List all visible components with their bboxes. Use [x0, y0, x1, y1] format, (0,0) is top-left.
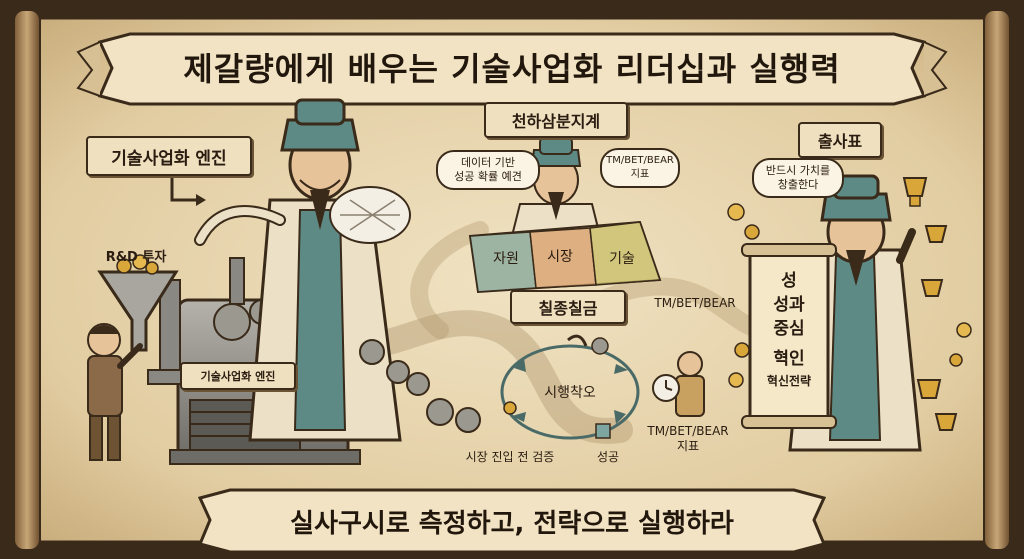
worker-figure [87, 323, 143, 461]
metric-line: 지표 [676, 439, 700, 453]
stopwatch-figure [652, 351, 705, 417]
footer-banner [197, 488, 827, 554]
scroll-line-4: 혁인 [773, 349, 805, 369]
bubble-line: 성공 확률 예견 [454, 170, 522, 183]
machine-label: 기술사업화 엔진 [180, 362, 296, 390]
coin-icons [727, 203, 972, 388]
map-region-technology: 기술 [609, 251, 635, 267]
engine-label: 기술사업화 엔진 [86, 136, 252, 176]
trial-error-cycle [500, 334, 640, 440]
investment-label: R&D 투자 [105, 250, 167, 265]
validation-label: 시장 진입 전 검증 [465, 450, 555, 464]
bubble-line: 지표 [630, 169, 650, 180]
cycle-center-label: 시행착오 [544, 385, 596, 401]
page-title: 제갈량에게 배우는 기술사업화 리더십과 실행력 [183, 50, 841, 88]
bubble-line: 데이터 기반 [460, 156, 516, 169]
engine-arrow [170, 172, 196, 202]
strategy-label: 천하삼분지계 [484, 102, 628, 138]
bubble-line: TM/BET/BEAR [606, 155, 674, 166]
bubble-metric: TM/BET/BEAR 지표 [600, 148, 680, 188]
map-region-resources: 자원 [493, 251, 519, 267]
bubble-line: 반드시 가치를 [765, 164, 831, 177]
footer-slogan: 실사구시로 측정하고, 전략으로 실행하라 [290, 508, 734, 539]
scroll-roller-right [983, 9, 1011, 551]
success-label: 성공 [596, 450, 620, 464]
scroll-line-1: 성 [781, 271, 797, 291]
trophy-icons [902, 177, 958, 431]
scroll-line-2: 성과 [773, 295, 805, 315]
memorial-label: 출사표 [798, 122, 882, 158]
investment-funnel [97, 270, 179, 352]
bubble-line: 창출한다 [777, 178, 819, 191]
map-region-market: 시장 [547, 249, 573, 265]
scroll-line-5: 혁신전략 [766, 374, 812, 388]
metric-line: TM/BET/BEAR [647, 424, 729, 438]
cycle-label: 칠종칠금 [510, 290, 626, 324]
scroll-roller-left [13, 9, 41, 551]
flow-gears [359, 339, 481, 433]
scroll-line-3: 중심 [773, 319, 805, 339]
cycle-metric-label: TM/BET/BEAR [654, 296, 736, 310]
